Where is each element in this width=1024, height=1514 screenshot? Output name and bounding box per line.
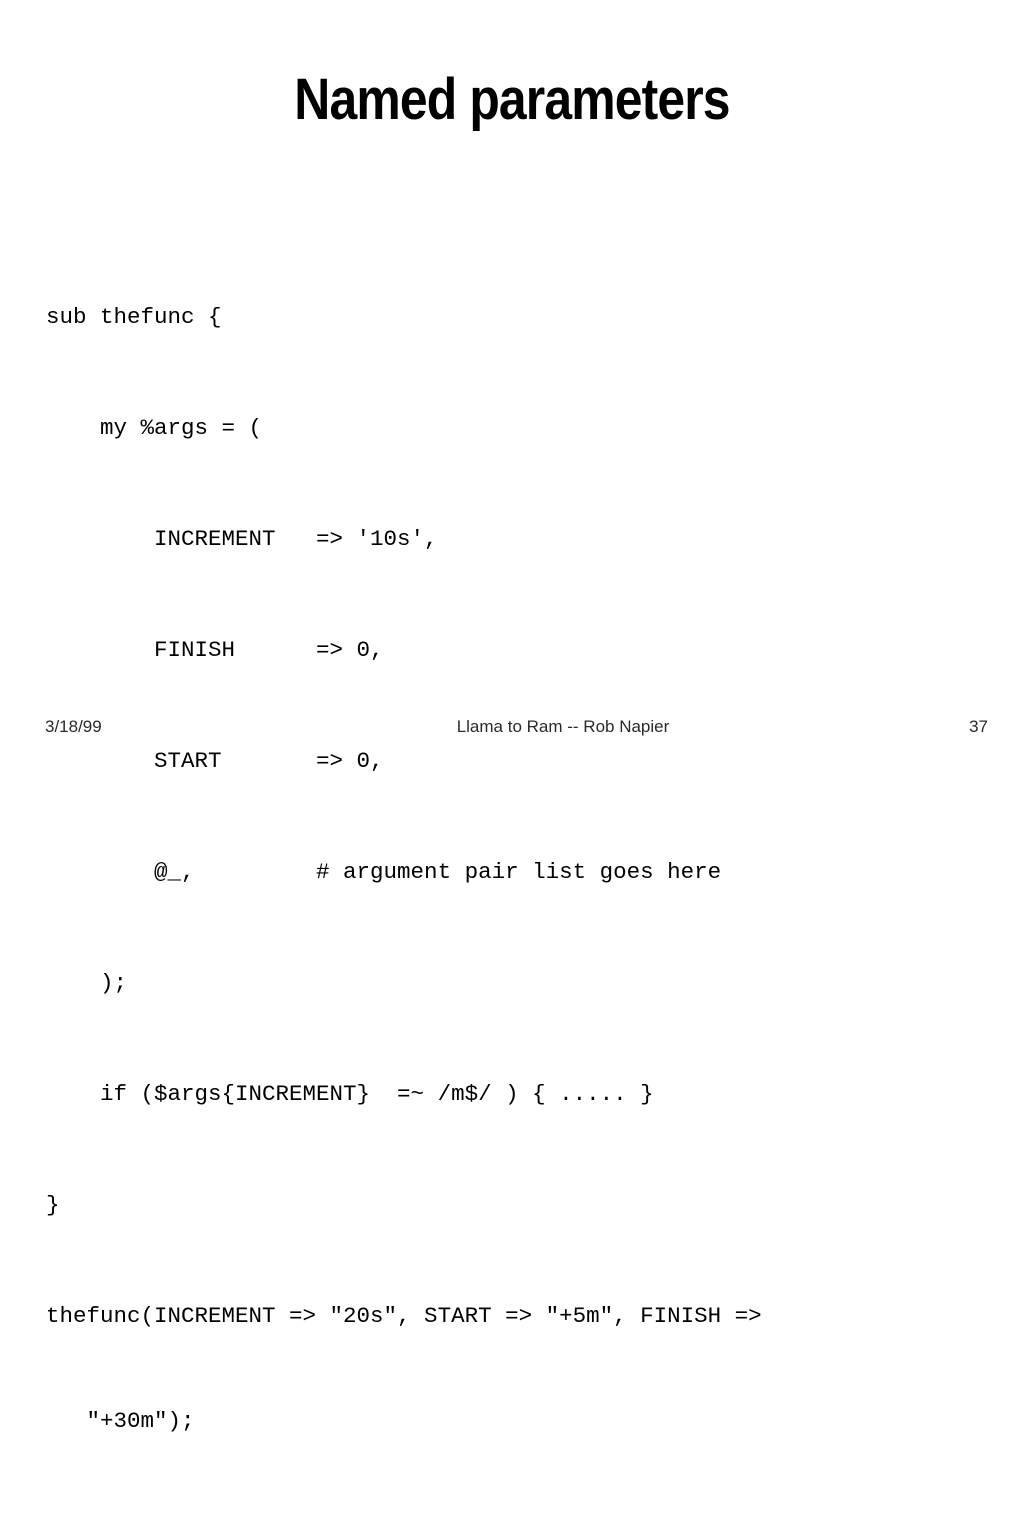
code-block: sub thefunc { my %args = ( INCREMENT => … — [46, 225, 1006, 1514]
page-number: 37 — [969, 717, 988, 736]
code-line: "+30m"); — [46, 1408, 195, 1434]
footer-title: Llama to Ram -- Rob Napier — [456, 717, 670, 736]
code-line: @_, # argument pair list goes here — [46, 859, 722, 885]
code-line: FINISH => 0, — [46, 637, 384, 663]
code-line: } — [46, 1192, 60, 1218]
code-line: thefunc(INCREMENT => "20s", START => "+5… — [46, 1303, 762, 1329]
code-line: sub thefunc { — [46, 304, 222, 330]
code-line: my %args = ( — [46, 415, 263, 441]
code-line: if ($args{INCREMENT} =~ /m$/ ) { ..... } — [46, 1081, 654, 1107]
code-line: INCREMENT => '10s', — [46, 526, 438, 552]
code-line: ); — [46, 970, 128, 996]
slide: Named parameters sub thefunc { my %args … — [45, 67, 988, 1434]
footer-date: 3/18/99 — [45, 717, 102, 736]
code-line: START => 0, — [46, 748, 384, 774]
slide-title: Named parameters — [294, 67, 730, 132]
